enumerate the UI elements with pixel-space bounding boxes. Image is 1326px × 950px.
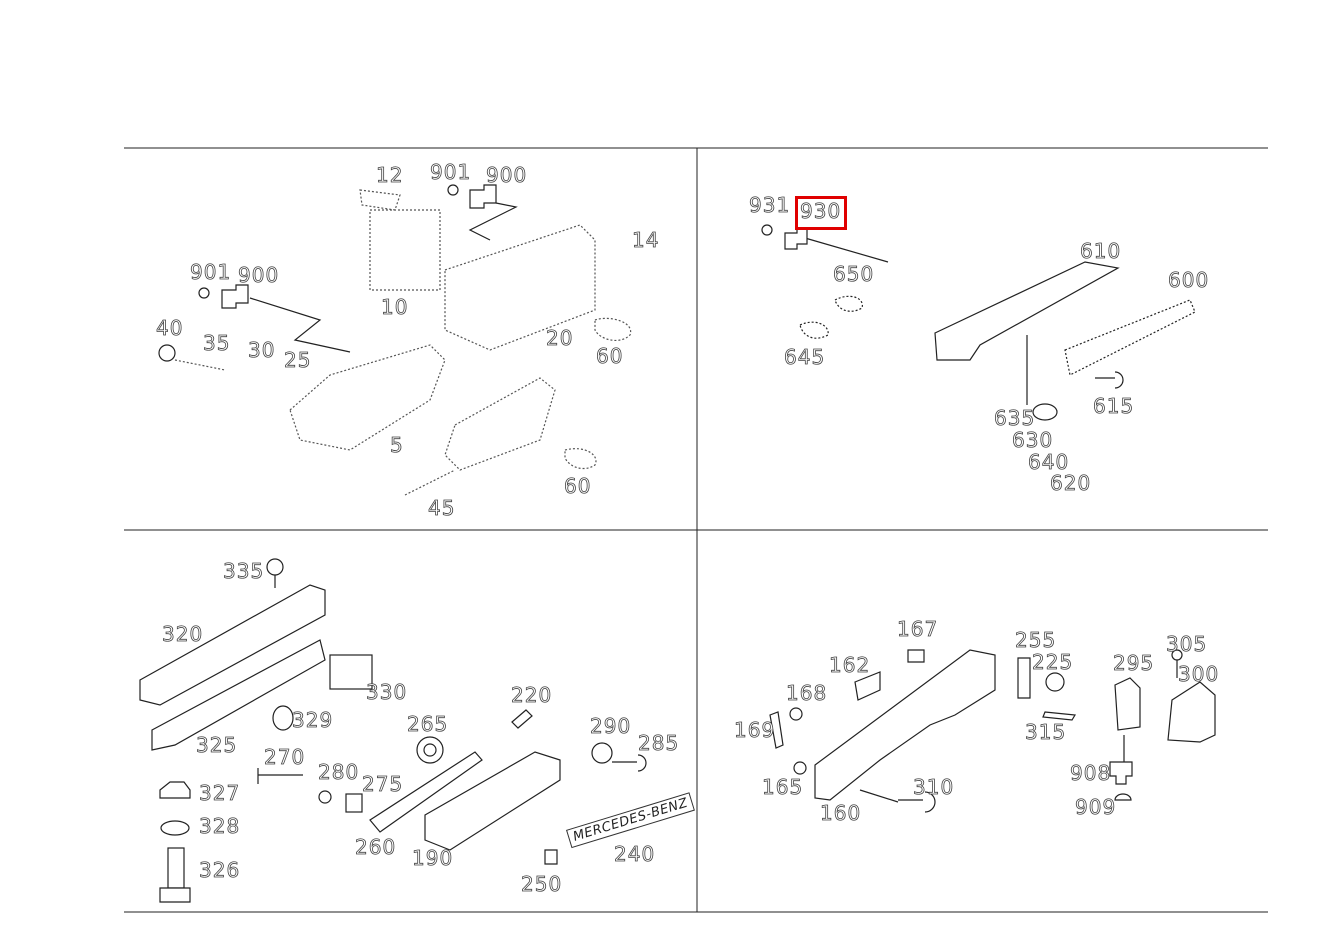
part-number-label[interactable]: 35 xyxy=(203,331,231,355)
part-number-label[interactable]: 610 xyxy=(1080,239,1122,263)
part-number-label[interactable]: 10 xyxy=(381,295,409,319)
part-number-label[interactable]: 295 xyxy=(1113,651,1155,675)
part-number-label[interactable]: 635 xyxy=(994,406,1036,430)
license-lamp-parts xyxy=(139,558,647,903)
part-number-label[interactable]: 901 xyxy=(430,160,472,184)
part-number-label[interactable]: 931 xyxy=(749,193,791,217)
part-number-label[interactable]: 909 xyxy=(1075,795,1117,819)
part-number-label[interactable]: 260 xyxy=(355,835,397,859)
part-number-label[interactable]: 328 xyxy=(199,814,241,838)
part-number-label[interactable]: 930 xyxy=(800,199,842,223)
part-number-label[interactable]: 60 xyxy=(564,474,592,498)
part-number-label[interactable]: 165 xyxy=(762,775,804,799)
connector-plugs xyxy=(158,184,1133,785)
part-number-label[interactable]: 640 xyxy=(1028,450,1070,474)
part-number-label[interactable]: 320 xyxy=(162,622,204,646)
part-number-label[interactable]: 168 xyxy=(786,681,828,705)
part-number-label[interactable]: 900 xyxy=(486,163,528,187)
part-number-label[interactable]: 45 xyxy=(428,496,456,520)
part-number-label[interactable]: 169 xyxy=(734,718,776,742)
part-number-label[interactable]: 14 xyxy=(632,228,660,252)
part-number-label[interactable]: 305 xyxy=(1166,632,1208,656)
part-number-label[interactable]: 160 xyxy=(820,801,862,825)
connector-wires xyxy=(249,202,1125,803)
part-number-label[interactable]: 620 xyxy=(1050,471,1092,495)
part-number-label[interactable]: 645 xyxy=(784,345,826,369)
part-number-label[interactable]: 60 xyxy=(596,344,624,368)
part-number-label[interactable]: 270 xyxy=(264,745,306,769)
part-number-label[interactable]: 329 xyxy=(292,708,334,732)
headlamp-assembly xyxy=(174,189,632,496)
part-number-label[interactable]: 326 xyxy=(199,858,241,882)
part-number-label[interactable]: 275 xyxy=(362,772,404,796)
panel-grid xyxy=(124,147,1268,913)
part-number-label[interactable]: 250 xyxy=(521,872,563,896)
part-number-label[interactable]: 255 xyxy=(1015,628,1057,652)
part-number-label[interactable]: 315 xyxy=(1025,720,1067,744)
part-number-label[interactable]: 335 xyxy=(223,559,265,583)
part-number-label[interactable]: 190 xyxy=(412,846,454,870)
part-number-label[interactable]: 265 xyxy=(407,712,449,736)
part-number-label[interactable]: 225 xyxy=(1032,650,1074,674)
part-number-label[interactable]: 162 xyxy=(829,653,871,677)
highlight-box-930 xyxy=(795,196,847,230)
part-number-label[interactable]: 280 xyxy=(318,760,360,784)
part-number-label[interactable]: 240 xyxy=(614,842,656,866)
part-number-label[interactable]: 901 xyxy=(190,260,232,284)
part-number-label[interactable]: 25 xyxy=(284,348,312,372)
part-number-label[interactable]: 325 xyxy=(196,733,238,757)
part-number-label[interactable]: 12 xyxy=(376,163,404,187)
part-number-label[interactable]: 30 xyxy=(248,338,276,362)
part-number-label[interactable]: 290 xyxy=(590,714,632,738)
part-number-label[interactable]: 900 xyxy=(238,263,280,287)
part-number-label[interactable]: 300 xyxy=(1178,662,1220,686)
part-number-label[interactable]: 615 xyxy=(1093,394,1135,418)
part-number-label[interactable]: 285 xyxy=(638,731,680,755)
part-number-label[interactable]: 310 xyxy=(913,775,955,799)
part-number-label[interactable]: 40 xyxy=(156,316,184,340)
third-brake-light xyxy=(799,261,1196,421)
tail-lamp-bracket-parts xyxy=(769,649,1216,813)
part-number-label[interactable]: 5 xyxy=(390,433,404,457)
part-number-label[interactable]: 167 xyxy=(897,617,939,641)
part-number-label[interactable]: 330 xyxy=(366,680,408,704)
part-number-label[interactable]: 600 xyxy=(1168,268,1210,292)
part-number-label[interactable]: 908 xyxy=(1070,761,1112,785)
part-number-label[interactable]: 220 xyxy=(511,683,553,707)
part-number-label[interactable]: 630 xyxy=(1012,428,1054,452)
part-number-label[interactable]: 650 xyxy=(833,262,875,286)
part-number-label[interactable]: 20 xyxy=(546,326,574,350)
part-number-label[interactable]: 327 xyxy=(199,781,241,805)
